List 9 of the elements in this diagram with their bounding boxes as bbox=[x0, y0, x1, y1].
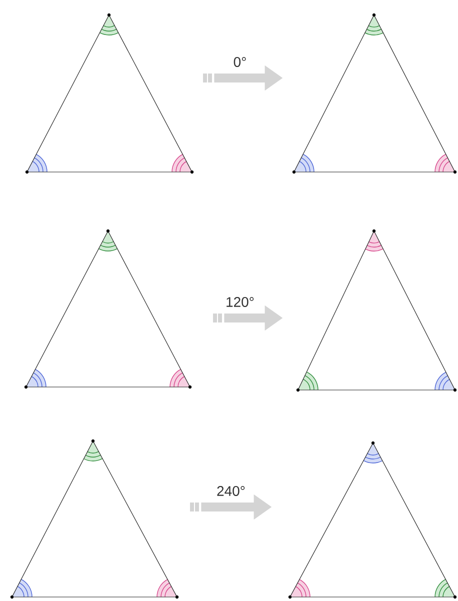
triangle-drawing bbox=[292, 13, 457, 174]
triangle-drawing bbox=[25, 13, 194, 174]
triangle-drawing bbox=[288, 441, 457, 599]
triangle-drawing bbox=[10, 439, 179, 599]
angle-label: 120° bbox=[226, 297, 254, 307]
angle-label: 0° bbox=[234, 57, 246, 67]
angle-label: 240° bbox=[217, 486, 245, 496]
triangle-drawing bbox=[24, 229, 192, 389]
triangle-drawing bbox=[296, 229, 457, 392]
